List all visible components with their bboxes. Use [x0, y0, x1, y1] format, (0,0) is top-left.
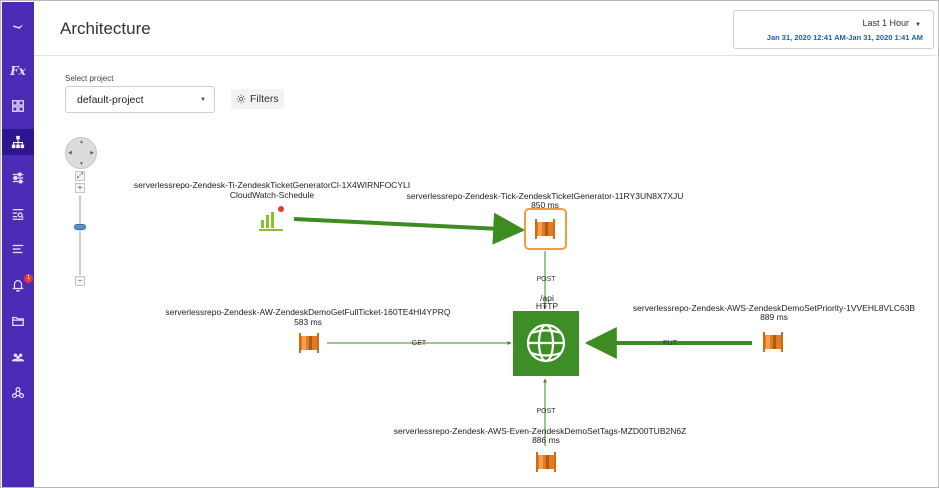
alert-dot-icon	[278, 206, 284, 212]
edge-label-post-bottom: POST	[536, 408, 556, 415]
project-select[interactable]: default-project ▼	[65, 86, 215, 113]
lambda-icon	[763, 332, 783, 352]
time-range-selector[interactable]: Last 1 Hour ▼	[863, 18, 921, 28]
api-gateway-node[interactable]	[513, 311, 579, 376]
lambda-node-setpriority[interactable]	[763, 332, 783, 352]
edge-label-put: PUT	[663, 340, 678, 347]
pan-left-icon[interactable]: ◀	[68, 150, 72, 156]
sidebar: Fx 1	[2, 2, 34, 487]
sliders-icon[interactable]	[2, 165, 34, 191]
node-api-path: /api	[540, 293, 554, 303]
edge-label-post-top: POST	[536, 276, 556, 283]
edge-schedule-to-generator[interactable]	[293, 212, 526, 245]
node-generator-latency: 850 ms	[531, 200, 559, 210]
gear-icon	[236, 94, 246, 104]
lambda-icon	[535, 219, 555, 239]
pan-down-icon[interactable]: ▼	[79, 161, 84, 167]
lambda-node-getfull[interactable]	[299, 333, 319, 353]
time-range-label: Last 1 Hour	[862, 18, 910, 28]
folder-icon[interactable]	[2, 308, 34, 334]
page-header: Architecture Last 1 Hour ▼ Jan 31, 2020 1…	[34, 2, 937, 56]
project-select-value: default-project	[77, 94, 144, 106]
time-window-text: Jan 31, 2020 12:41 AM-Jan 31, 2020 1:41 …	[766, 33, 923, 42]
pan-right-icon[interactable]: ▶	[90, 150, 94, 156]
lambda-icon	[536, 452, 556, 472]
cloudwatch-schedule-node[interactable]	[259, 206, 284, 231]
search-list-icon[interactable]	[2, 201, 34, 227]
select-project-label: Select project	[65, 74, 114, 83]
dashboard-icon[interactable]	[2, 93, 34, 119]
lambda-node-settags[interactable]	[536, 452, 556, 472]
lambda-node-generator[interactable]	[524, 208, 567, 250]
node-getfull-latency: 583 ms	[294, 317, 322, 327]
node-schedule-type: CloudWatch-Schedule	[230, 190, 315, 200]
filters-label: Filters	[250, 93, 279, 105]
bell-icon[interactable]: 1	[2, 272, 34, 298]
time-range-picker[interactable]: Last 1 Hour ▼ Jan 31, 2020 12:41 AM-Jan 3…	[733, 10, 934, 49]
users-icon[interactable]	[2, 344, 34, 370]
zoom-in-button[interactable]: +	[75, 183, 85, 193]
notification-badge: 1	[24, 274, 33, 283]
node-generator-name: serverlessrepo-Zendesk-Tick-ZendeskTicke…	[407, 191, 684, 201]
settings-cog-icon[interactable]	[2, 380, 34, 406]
node-schedule-name: serverlessrepo-Zendesk-Ti-ZendeskTicketG…	[134, 180, 410, 190]
zoom-slider-track[interactable]	[79, 195, 81, 275]
pan-control[interactable]: ▲ ▼ ◀ ▶	[65, 137, 97, 169]
pan-up-icon[interactable]: ▲	[79, 139, 84, 145]
edge-label-get: GET	[412, 340, 427, 347]
list-icon[interactable]	[2, 236, 34, 262]
zoom-fit-button[interactable]: ⤢	[75, 171, 85, 181]
fx-label: Fx	[10, 64, 26, 78]
logo-icon[interactable]	[2, 14, 34, 40]
lambda-icon	[299, 333, 319, 353]
fx-icon[interactable]: Fx	[2, 58, 34, 84]
node-api-type: HTTP	[536, 301, 559, 311]
page-title: Architecture	[60, 19, 151, 38]
node-getfull-name: serverlessrepo-Zendesk-AW-ZendeskDemoGet…	[165, 307, 450, 317]
zoom-slider-handle[interactable]	[74, 224, 86, 230]
architecture-icon[interactable]	[2, 129, 34, 155]
node-settags-name: serverlessrepo-Zendesk-AWS-Even-ZendeskD…	[394, 426, 687, 436]
caret-down-icon: ▼	[200, 97, 206, 103]
node-setpriority-name: serverlessrepo-Zendesk-AWS-ZendeskDemoSe…	[633, 303, 916, 313]
node-setpriority-latency: 889 ms	[760, 312, 788, 322]
globe-icon	[526, 323, 566, 363]
node-settags-latency: 886 ms	[532, 435, 560, 445]
filters-button[interactable]: Filters	[231, 89, 284, 109]
caret-down-icon: ▼	[915, 22, 921, 28]
zoom-out-button[interactable]: −	[75, 276, 85, 286]
